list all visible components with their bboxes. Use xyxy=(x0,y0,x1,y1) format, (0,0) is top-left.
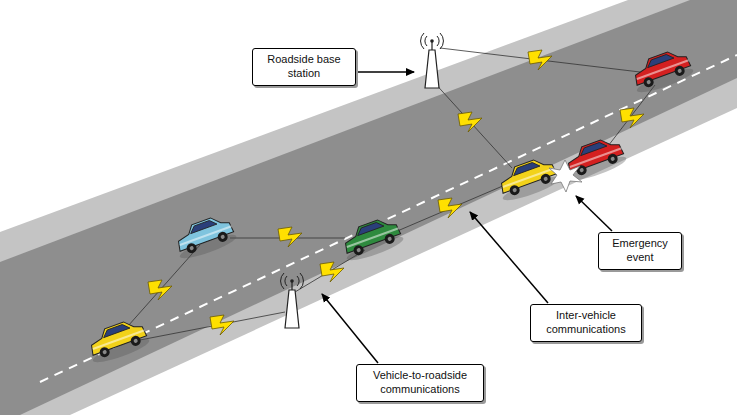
callout-box: Vehicle-to-roadside communications xyxy=(356,364,484,402)
callout-text: Roadside base station xyxy=(259,53,349,81)
callout-text: Inter-vehicle communications xyxy=(537,309,635,337)
lane-divider xyxy=(40,55,737,382)
base-station xyxy=(281,273,304,328)
car xyxy=(84,316,151,367)
crash-burst xyxy=(549,160,582,192)
callout-text: Emergency event xyxy=(605,237,675,265)
radio-links xyxy=(120,48,655,340)
callout-text: Vehicle-to-roadside communications xyxy=(363,369,477,397)
callout-box: Inter-vehicle communications xyxy=(530,304,642,342)
car xyxy=(494,154,561,205)
car xyxy=(628,46,695,97)
callout-box: Emergency event xyxy=(598,232,682,270)
car xyxy=(171,212,238,263)
base-station xyxy=(421,33,444,88)
car xyxy=(338,214,405,265)
callout-box: Roadside base station xyxy=(252,48,356,86)
